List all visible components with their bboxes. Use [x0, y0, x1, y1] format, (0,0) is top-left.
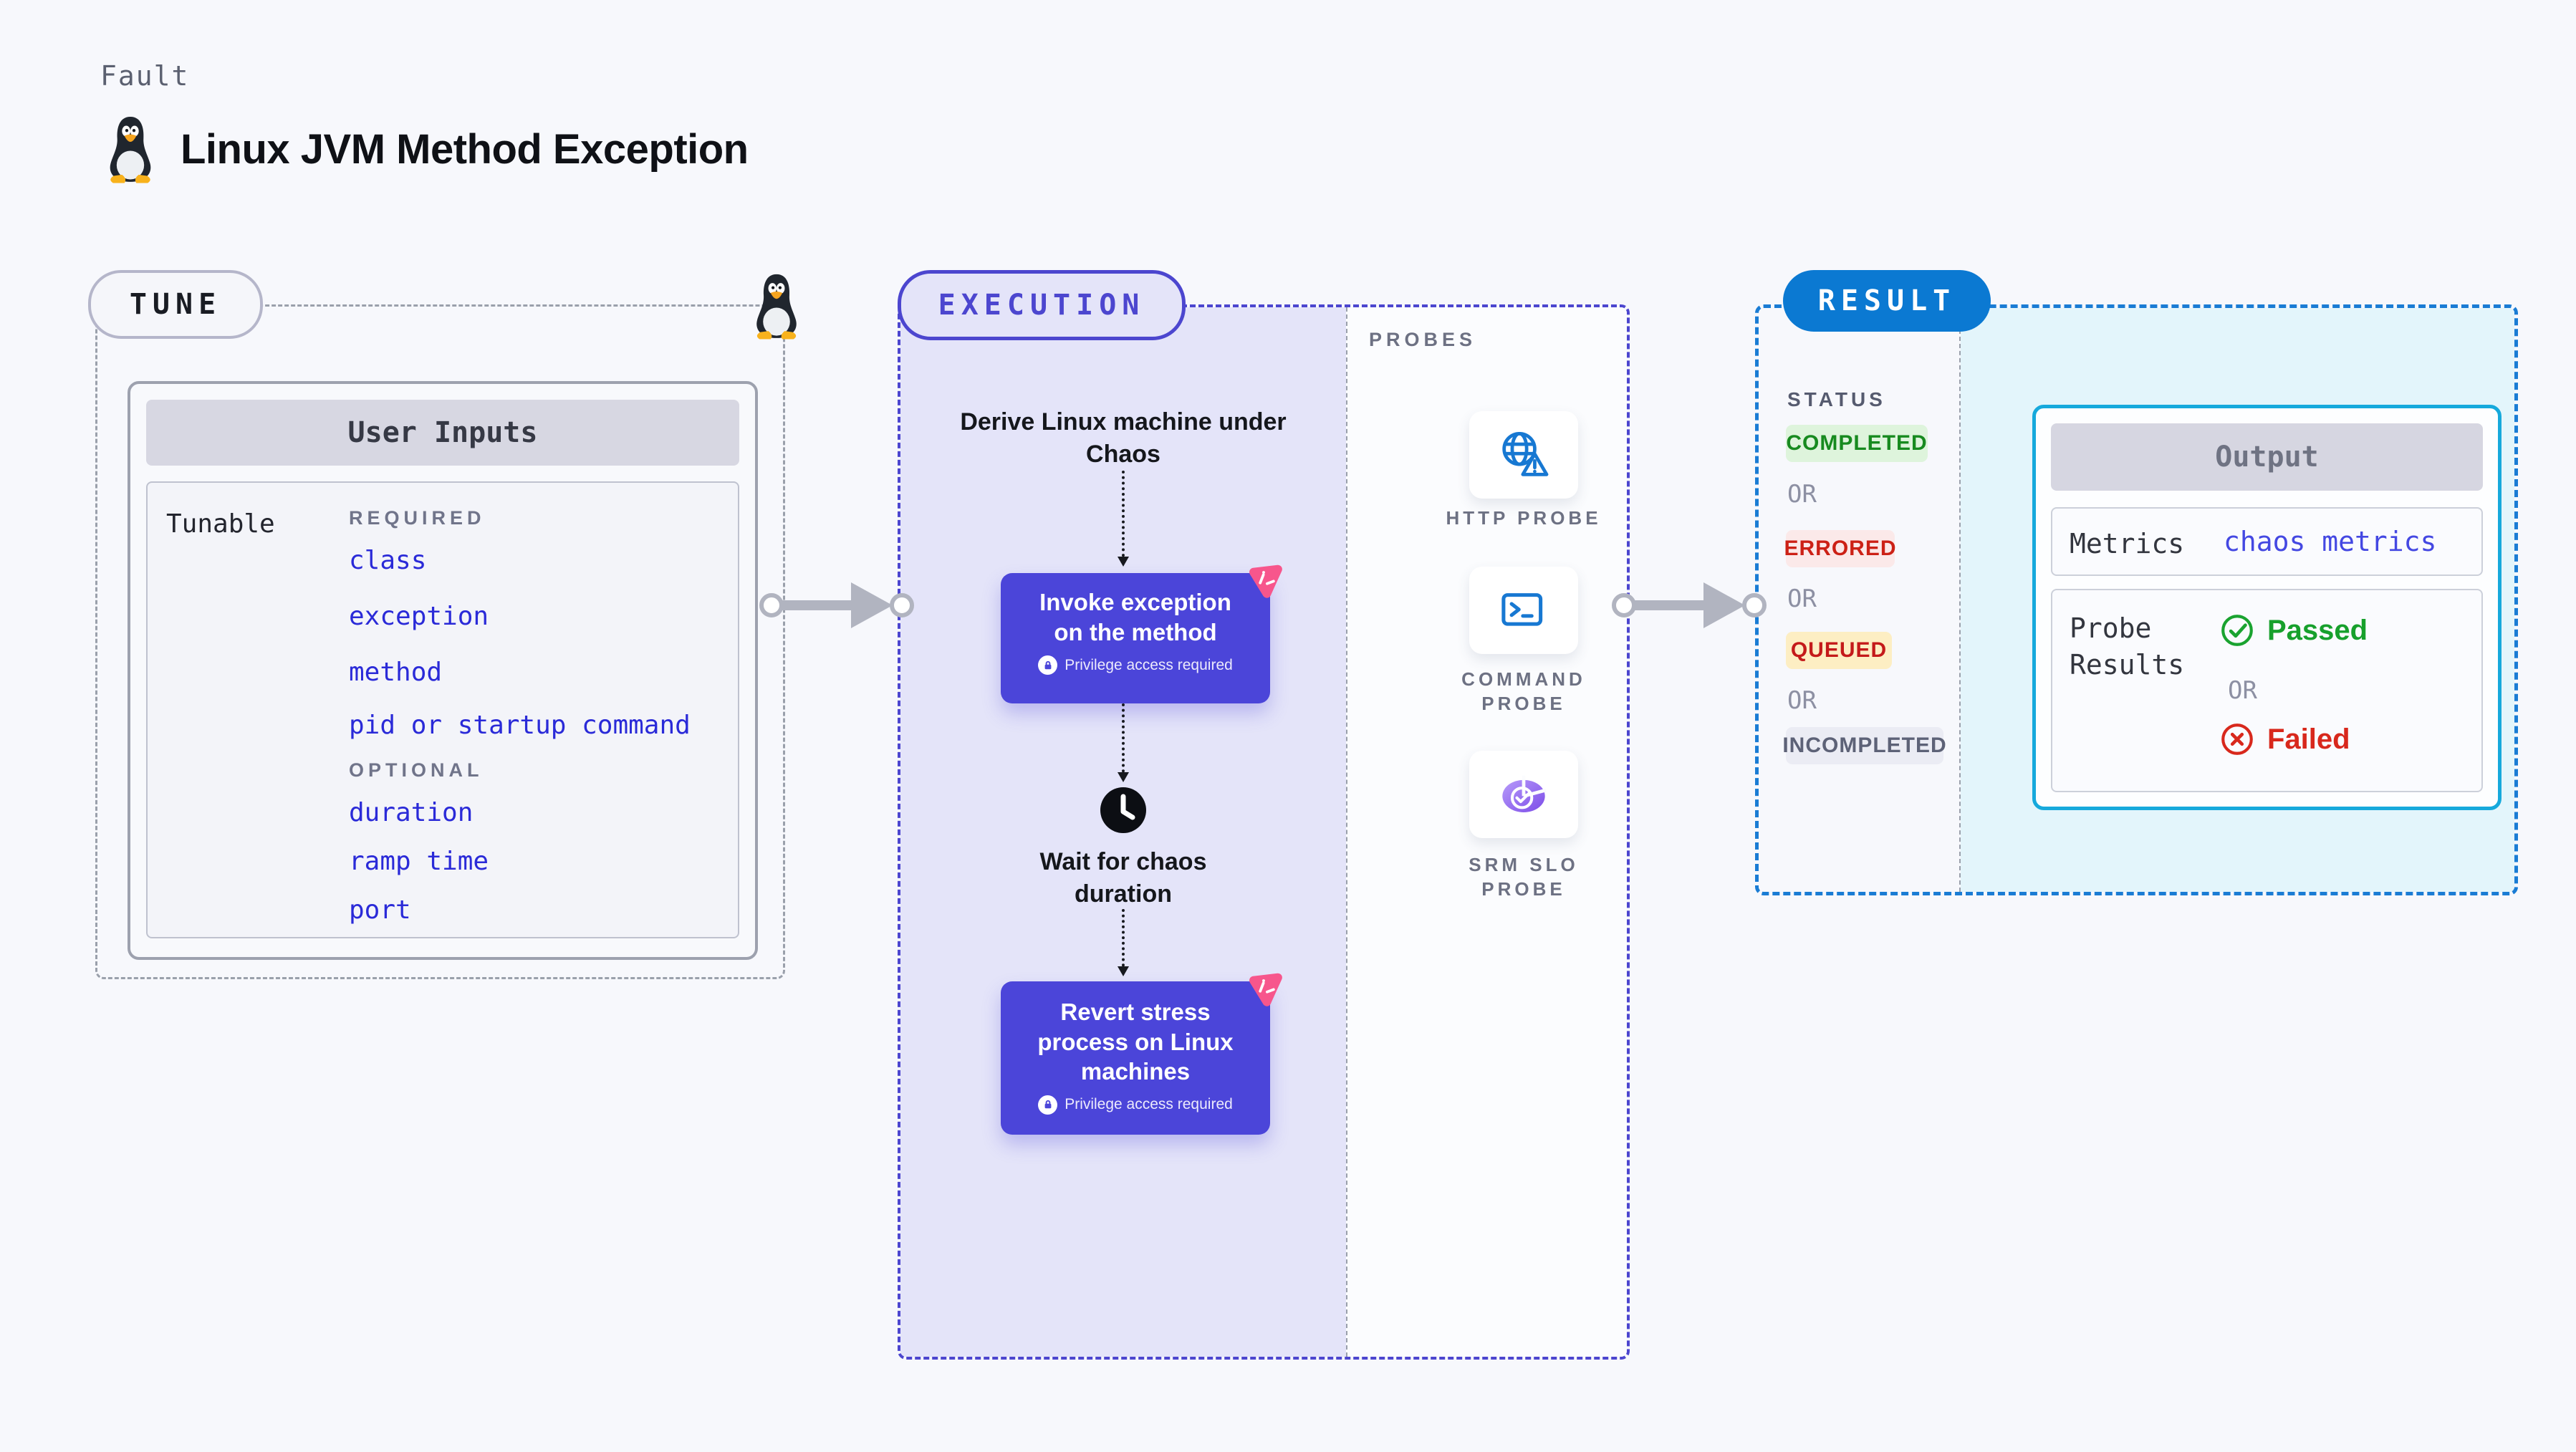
flow-arrow-down-icon: [1118, 471, 1129, 567]
passed-result: Passed: [2219, 612, 2368, 649]
failed-result: Failed: [2219, 721, 2350, 758]
privilege-badge: Privilege access required: [1001, 655, 1270, 675]
chaos-node-icon: [1249, 973, 1282, 1006]
privilege-badge-text: Privilege access required: [1064, 656, 1233, 673]
command-probe-label: COMMAND PROBE: [1461, 668, 1586, 714]
passed-label: Passed: [2267, 614, 2368, 646]
or-separator: OR: [1787, 480, 1817, 509]
probe-results-row: Probe Results Passed OR Failed: [2051, 589, 2483, 792]
status-output-divider: [1959, 308, 1961, 892]
status-badge-completed: COMPLETED: [1786, 425, 1928, 462]
probes-label: PROBES: [1369, 329, 1477, 350]
srm-slo-probe-label: SRM SLO PROBE: [1469, 854, 1579, 900]
execution-section: Derive Linux machine under Chaos Invoke …: [898, 304, 1630, 1360]
status-label: STATUS: [1787, 388, 1886, 410]
tune-to-execution-arrow: [759, 582, 914, 628]
output-title: Output: [2051, 423, 2483, 491]
flow-arrow-down-icon: [1118, 703, 1129, 782]
tunable-link-exception[interactable]: exception: [349, 602, 489, 631]
revert-stress-card: Revert stress process on Linux machines …: [1001, 973, 1282, 1135]
tune-section: [95, 304, 785, 979]
clock-icon: [1100, 787, 1146, 833]
metrics-label: Metrics: [2070, 528, 2185, 559]
failed-label: Failed: [2267, 723, 2350, 755]
invoke-exception-title: Invoke exception on the method: [1039, 589, 1231, 645]
user-inputs-card: User Inputs Tunable REQUIRED class excep…: [128, 381, 758, 960]
tunable-link-ramp-time[interactable]: ramp time: [349, 847, 489, 876]
tune-pill: TUNE: [88, 270, 263, 339]
or-separator: OR: [1787, 585, 1817, 613]
output-panel: Output Metrics chaos metrics Probe Resul…: [1961, 308, 2514, 892]
probes-panel: PROBES HTTP PROBE COMMAND PROBE: [1346, 307, 1627, 1357]
tunable-link-port[interactable]: port: [349, 895, 411, 925]
or-separator: OR: [1787, 686, 1817, 715]
tunable-link-duration[interactable]: duration: [349, 798, 474, 827]
privilege-badge-text: Privilege access required: [1064, 1096, 1233, 1113]
result-section: STATUS COMPLETED OR ERRORED OR QUEUED OR…: [1755, 304, 2518, 895]
optional-group-label: OPTIONAL: [349, 759, 484, 781]
revert-stress-title: Revert stress process on Linux machines: [1037, 999, 1234, 1085]
status-badge-queued: QUEUED: [1786, 632, 1892, 669]
slo-pie-icon: [1502, 775, 1547, 812]
fault-eyebrow: Fault: [100, 60, 190, 92]
invoke-exception-card: Invoke exception on the method Privilege…: [1001, 564, 1282, 703]
lock-icon: [1038, 655, 1058, 675]
x-circle-icon: [2221, 723, 2253, 755]
execution-pill: EXECUTION: [898, 270, 1186, 340]
required-group-label: REQUIRED: [349, 507, 486, 529]
user-inputs-title: User Inputs: [146, 400, 739, 466]
execution-flow-panel: Derive Linux machine under Chaos Invoke …: [900, 307, 1346, 1357]
http-probe-card[interactable]: [1469, 411, 1578, 499]
result-pill: RESULT: [1783, 270, 1991, 332]
status-badge-errored: ERRORED: [1784, 530, 1896, 567]
page-header: Linux JVM Method Exception: [100, 113, 749, 185]
tux-penguin-icon-small: [746, 271, 807, 341]
probes-to-result-arrow: [1612, 582, 1767, 628]
tunable-link-class[interactable]: class: [349, 546, 427, 575]
lock-icon: [1038, 1095, 1058, 1115]
step-derive-machine: Derive Linux machine under Chaos: [960, 408, 1287, 468]
tunable-row-label: Tunable: [166, 509, 275, 539]
http-probe-label: HTTP PROBE: [1446, 507, 1602, 529]
command-probe-card[interactable]: [1469, 567, 1578, 654]
check-circle-icon: [2221, 615, 2253, 646]
tunables-table: Tunable REQUIRED class exception method …: [146, 481, 739, 938]
flow-arrow-down-icon: [1118, 909, 1129, 976]
srm-slo-probe-card[interactable]: [1469, 751, 1578, 838]
metrics-value-link[interactable]: chaos metrics: [2224, 526, 2437, 557]
step-wait-duration: Wait for chaos duration: [1039, 848, 1207, 908]
probe-results-label: Probe Results: [2070, 612, 2185, 681]
tux-penguin-icon: [100, 113, 160, 185]
page-title: Linux JVM Method Exception: [181, 125, 749, 173]
chaos-node-icon: [1249, 564, 1282, 598]
status-badge-incompleted: INCOMPLETED: [1782, 727, 1946, 764]
terminal-icon: [1501, 593, 1543, 626]
metrics-row: Metrics chaos metrics: [2051, 507, 2483, 576]
tunable-link-pid-or-startup-command[interactable]: pid or startup command: [349, 711, 691, 740]
globe-alert-icon: [1502, 431, 1549, 476]
output-card: Output Metrics chaos metrics Probe Resul…: [2032, 405, 2501, 810]
privilege-badge: Privilege access required: [1001, 1095, 1270, 1115]
or-separator: OR: [2228, 676, 2257, 705]
tunable-link-method[interactable]: method: [349, 658, 443, 687]
